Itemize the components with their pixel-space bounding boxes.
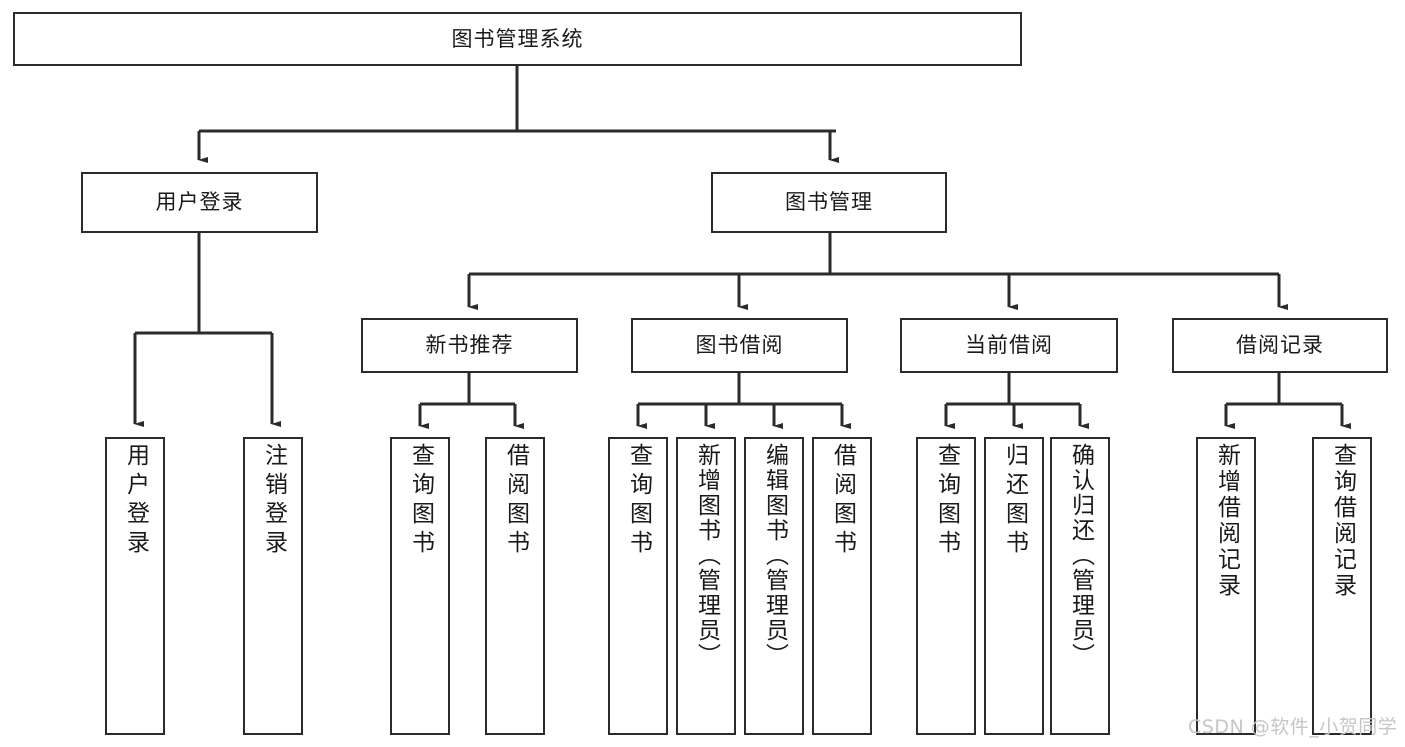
node-leaf-borrow-book-2[interactable]: 借阅图书 (812, 437, 872, 735)
node-new-book-recommend[interactable]: 新书推荐 (361, 318, 578, 373)
node-book-management-label: 图书管理 (785, 190, 873, 215)
node-leaf-confirm-return-admin[interactable]: 确认归还（管理员） (1050, 437, 1110, 735)
node-user-login-label: 用户登录 (155, 190, 244, 215)
node-borrow-record-label: 借阅记录 (1236, 333, 1324, 358)
node-leaf-add-borrow-record[interactable]: 新增借阅记录 (1196, 437, 1256, 735)
node-user-login[interactable]: 用户登录 (81, 172, 318, 233)
node-leaf-query-borrow-record-label: 查询借阅记录 (1329, 443, 1356, 599)
node-leaf-edit-book-admin-label: 编辑图书（管理员） (761, 443, 788, 668)
node-leaf-add-book-admin-label: 新增图书（管理员） (693, 443, 720, 668)
node-book-borrow-label: 图书借阅 (695, 333, 784, 358)
node-leaf-borrow-book-2-label: 借阅图书 (829, 443, 856, 559)
node-leaf-logout-login-label: 注销登录 (260, 443, 287, 559)
node-leaf-return-book-label: 归还图书 (1001, 443, 1028, 559)
node-leaf-query-book-3-label: 查询图书 (933, 443, 960, 559)
node-root[interactable]: 图书管理系统 (13, 12, 1022, 66)
node-leaf-logout-login[interactable]: 注销登录 (243, 437, 303, 735)
node-leaf-confirm-return-admin-label: 确认归还（管理员） (1067, 443, 1094, 668)
node-leaf-return-book[interactable]: 归还图书 (984, 437, 1044, 735)
node-leaf-query-book-1-label: 查询图书 (407, 443, 434, 559)
node-new-book-recommend-label: 新书推荐 (425, 333, 514, 358)
node-book-borrow[interactable]: 图书借阅 (631, 318, 848, 373)
node-book-management[interactable]: 图书管理 (711, 172, 947, 233)
node-leaf-user-login[interactable]: 用户登录 (105, 437, 165, 735)
node-leaf-query-book-3[interactable]: 查询图书 (916, 437, 976, 735)
node-leaf-query-book-2[interactable]: 查询图书 (608, 437, 668, 735)
node-leaf-borrow-book-1[interactable]: 借阅图书 (485, 437, 545, 735)
node-current-borrow-label: 当前借阅 (965, 333, 1053, 358)
node-current-borrow[interactable]: 当前借阅 (900, 318, 1118, 373)
node-leaf-add-book-admin[interactable]: 新增图书（管理员） (676, 437, 736, 735)
node-leaf-add-borrow-record-label: 新增借阅记录 (1213, 443, 1240, 599)
node-leaf-edit-book-admin[interactable]: 编辑图书（管理员） (744, 437, 804, 735)
node-root-label: 图书管理系统 (451, 26, 584, 51)
node-borrow-record[interactable]: 借阅记录 (1172, 318, 1388, 373)
node-leaf-user-login-label: 用户登录 (122, 443, 149, 559)
node-leaf-query-book-2-label: 查询图书 (625, 443, 652, 559)
node-leaf-query-book-1[interactable]: 查询图书 (390, 437, 450, 735)
node-leaf-query-borrow-record[interactable]: 查询借阅记录 (1312, 437, 1372, 735)
node-leaf-borrow-book-1-label: 借阅图书 (502, 443, 529, 559)
